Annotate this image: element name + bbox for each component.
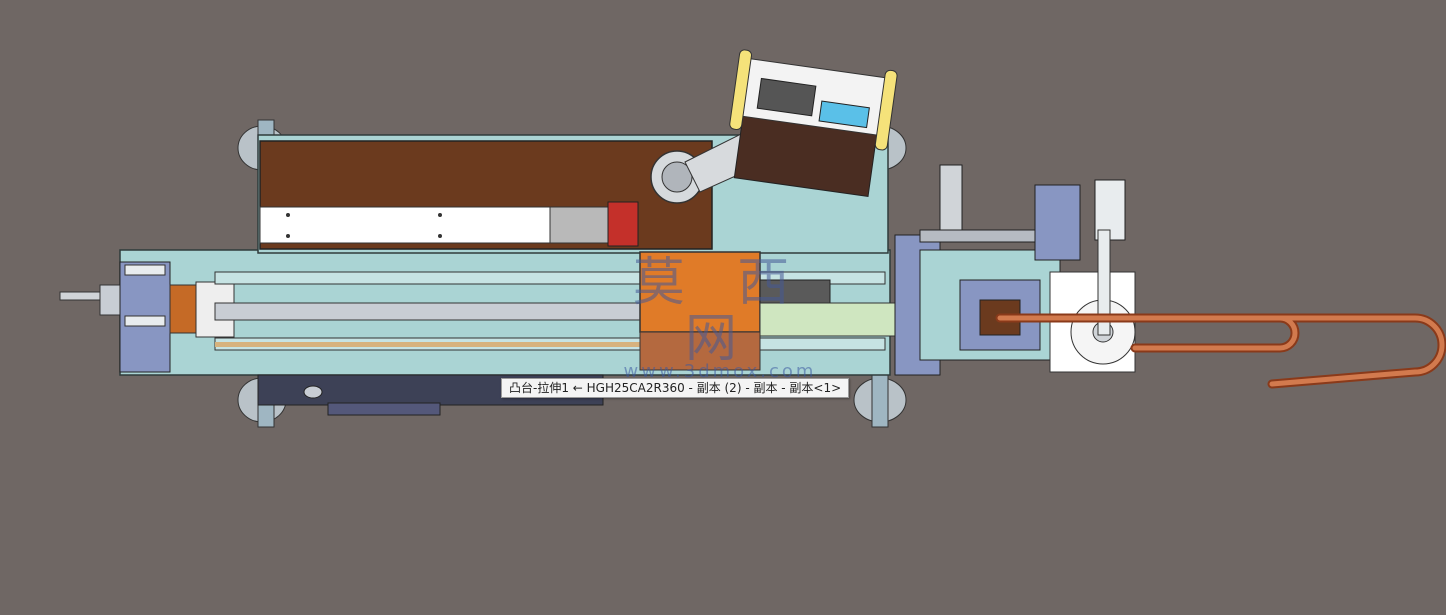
linear-rails[interactable]: [214, 271, 886, 351]
right-frame[interactable]: [894, 164, 1126, 376]
carriage-bracket[interactable]: [639, 331, 761, 371]
slab-foot: [327, 402, 441, 416]
slab-port: [303, 385, 323, 399]
hover-tooltip: 凸台-拉伸1 ← HGH25CA2R360 - 副本 (2) - 副本 - 副本…: [501, 378, 850, 398]
control-display: [818, 100, 870, 129]
red-stopper[interactable]: [607, 201, 639, 247]
air-cylinder-left[interactable]: [59, 261, 235, 373]
control-box[interactable]: [722, 49, 898, 198]
orange-carriage[interactable]: [639, 251, 761, 333]
gray-slider[interactable]: [549, 206, 609, 244]
copper-tube-inner: [997, 315, 1445, 387]
mount-holes: [286, 213, 442, 238]
